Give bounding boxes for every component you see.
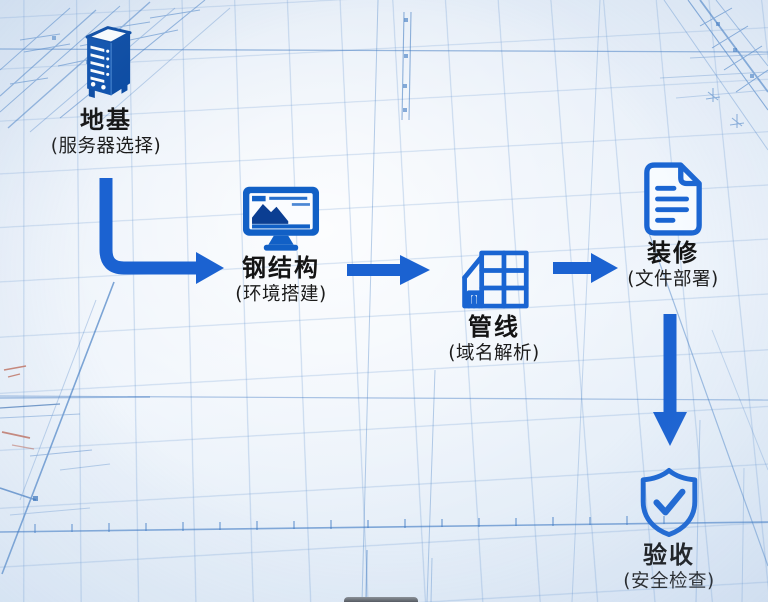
- arrow-pipeline-to-decoration: [553, 253, 618, 283]
- monitor-icon: [242, 186, 320, 251]
- node-label-steel-structure: 钢结构: [242, 254, 320, 282]
- node-sublabel-foundation: (服务器选择): [50, 135, 162, 157]
- document-icon: [644, 162, 702, 236]
- node-label-foundation: 地基: [80, 106, 132, 134]
- building-icon: [462, 250, 529, 309]
- node-sublabel-decoration: (文件部署): [627, 268, 719, 290]
- node-sublabel-acceptance: (安全检查): [623, 570, 715, 592]
- arrow-steel-to-pipeline: [347, 255, 430, 285]
- shield-check-icon: [640, 468, 698, 537]
- node-label-decoration: 装修: [647, 239, 699, 267]
- node-sublabel-steel-structure: (环境搭建): [235, 283, 327, 305]
- flow-node-steel-structure: 钢结构 (环境搭建): [196, 185, 366, 306]
- server-icon: [85, 26, 132, 98]
- arrow-decoration-to-acceptance: [653, 314, 687, 446]
- flow-node-foundation: 地基 (服务器选择): [21, 25, 191, 158]
- node-label-pipeline: 管线: [468, 313, 520, 341]
- bottom-edge-object: [344, 597, 418, 602]
- node-sublabel-pipeline: (域名解析): [448, 342, 540, 364]
- flow-node-pipeline: 管线 (域名解析): [409, 248, 579, 365]
- node-label-acceptance: 验收: [643, 541, 695, 569]
- flow-node-acceptance: 验收 (安全检查): [584, 466, 754, 593]
- flow-node-decoration: 装修 (文件部署): [588, 161, 758, 291]
- arrow-foundation-to-steel: [99, 178, 224, 284]
